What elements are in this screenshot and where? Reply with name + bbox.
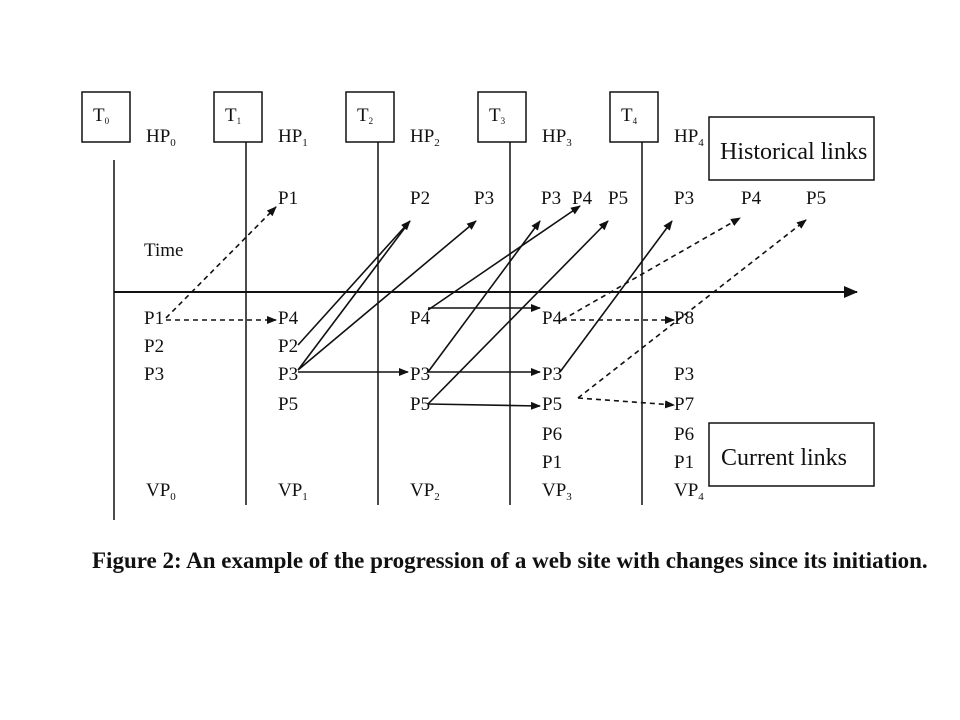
current-page-3-0: P4 xyxy=(542,308,563,329)
link-p2-t1-to-p2-t2-historical xyxy=(297,220,411,346)
vp-label-4: VP4 xyxy=(674,480,704,503)
historical-page-4-0: P3 xyxy=(674,188,694,209)
historical-page-4-2: P5 xyxy=(806,188,826,209)
current-page-3-3: P5 xyxy=(542,394,562,415)
historical-page-3-0: P3 xyxy=(541,188,561,209)
time-box-t1: T1 xyxy=(213,91,263,143)
current-page-0-2: P3 xyxy=(144,364,164,385)
time-label: Time xyxy=(144,240,183,261)
time-box-t0-label: T0 xyxy=(93,105,110,126)
historical-links-label: Historical links xyxy=(720,139,867,165)
current-links-label: Current links xyxy=(721,445,847,471)
replacement-link-p5-to-p7 xyxy=(577,397,675,409)
time-box-t1-label: T1 xyxy=(225,105,241,126)
link-p4-t2-to-p4-t3-historical xyxy=(427,205,581,311)
current-page-4-4: P6 xyxy=(674,424,694,445)
current-links-legend: Current links xyxy=(708,422,875,487)
link-p3-t2-to-p3-t3-historical xyxy=(427,220,541,373)
hp-label-4: HP4 xyxy=(674,126,704,149)
historical-page-3-2: P5 xyxy=(608,188,628,209)
historical-page-2-0: P2 xyxy=(410,188,430,209)
time-box-t4: T4 xyxy=(609,91,659,143)
current-page-0-0: P1 xyxy=(144,308,164,329)
historical-link-p4-t3-to-p4-t4 xyxy=(561,217,741,321)
link-p3-t1-to-p2-t2-historical xyxy=(297,220,411,371)
current-page-3-4: P6 xyxy=(542,424,562,445)
figure-caption: Figure 2: An example of the progression … xyxy=(92,548,928,573)
link-p5-t2-to-p5-t3-historical xyxy=(427,220,609,405)
historical-links-legend: Historical links xyxy=(708,116,875,181)
historical-page-2-1: P3 xyxy=(474,188,494,209)
time-box-t2-label: T2 xyxy=(357,105,373,126)
hp-label-1: HP1 xyxy=(278,126,308,149)
time-box-t0: T0 xyxy=(81,91,131,143)
hp-label-3: HP3 xyxy=(542,126,572,149)
current-page-1-1: P2 xyxy=(278,336,298,357)
current-page-2-3: P5 xyxy=(410,394,430,415)
historical-link-p5-t3-to-p5-t4 xyxy=(577,219,807,399)
time-box-t4-label: T4 xyxy=(621,105,638,126)
historical-link-p1-t0-to-p1-t1 xyxy=(165,206,277,319)
current-page-2-2: P3 xyxy=(410,364,430,385)
hp-label-2: HP2 xyxy=(410,126,440,149)
current-page-4-5: P1 xyxy=(674,452,694,473)
historical-page-4-1: P4 xyxy=(741,188,762,209)
current-page-0-1: P2 xyxy=(144,336,164,357)
time-box-t3-label: T3 xyxy=(489,105,506,126)
historical-page-3-1: P4 xyxy=(572,188,593,209)
vp-label-2: VP2 xyxy=(410,480,440,503)
link-p3-t3-to-p3-t4-historical xyxy=(559,220,673,373)
current-page-4-0: P8 xyxy=(674,308,694,329)
historical-page-1-0: P1 xyxy=(278,188,298,209)
time-box-t3: T3 xyxy=(477,91,527,143)
current-page-4-2: P3 xyxy=(674,364,694,385)
link-p3-t1-to-p3-t2-historical xyxy=(297,220,477,371)
current-page-1-3: P5 xyxy=(278,394,298,415)
time-box-t2: T2 xyxy=(345,91,395,143)
current-page-1-0: P4 xyxy=(278,308,299,329)
current-page-3-2: P3 xyxy=(542,364,562,385)
current-page-2-0: P4 xyxy=(410,308,431,329)
vp-label-1: VP1 xyxy=(278,480,308,503)
hp-label-0: HP0 xyxy=(146,126,176,149)
current-page-1-2: P3 xyxy=(278,364,298,385)
link-p5-t2-to-p5-t3 xyxy=(427,401,541,410)
vp-label-0: VP0 xyxy=(146,480,176,503)
vp-label-3: VP3 xyxy=(542,480,572,503)
current-page-4-3: P7 xyxy=(674,394,694,415)
current-page-3-5: P1 xyxy=(542,452,562,473)
